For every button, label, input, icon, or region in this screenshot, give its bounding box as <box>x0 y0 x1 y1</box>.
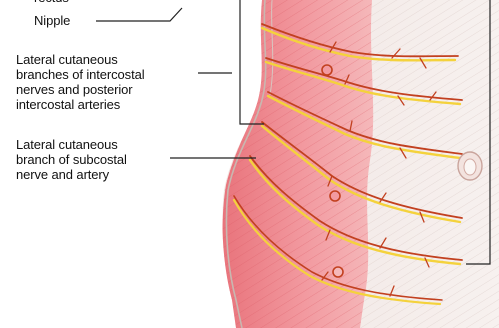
umbilicus <box>458 152 482 180</box>
label-nipple-text: Nipple <box>34 13 70 28</box>
label-lateral-intercostal: Lateral cutaneous branches of intercosta… <box>16 52 145 112</box>
label-cut-top-text: rectus <box>34 0 69 5</box>
label-line: branches of intercostal <box>16 67 145 82</box>
label-line: nerve and artery <box>16 167 127 182</box>
label-line: nerves and posterior <box>16 82 145 97</box>
label-line: Lateral cutaneous <box>16 137 127 152</box>
label-line: Lateral cutaneous <box>16 52 145 67</box>
label-line: intercostal arteries <box>16 97 145 112</box>
external-oblique-muscle <box>223 0 374 328</box>
leader-nipple <box>96 8 182 21</box>
label-nipple: Nipple <box>34 13 70 28</box>
label-cut-top: rectus <box>34 0 69 5</box>
label-line: branch of subcostal <box>16 152 127 167</box>
label-lateral-subcostal: Lateral cutaneous branch of subcostal ne… <box>16 137 127 182</box>
